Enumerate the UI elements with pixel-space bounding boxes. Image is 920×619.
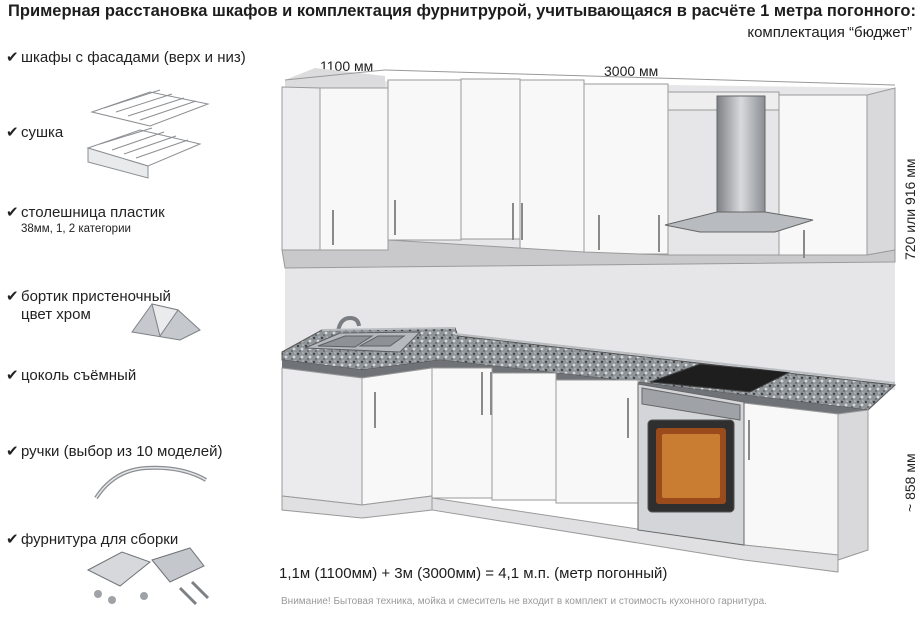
feature-label: шкафы с фасадами (верх и низ)	[21, 49, 246, 66]
sink	[304, 315, 422, 353]
feature-backsplash: ✔бортик пристеночный цвет хром	[6, 287, 171, 323]
feature-label: ручки (выбор из 10 моделей)	[21, 443, 223, 460]
check-icon: ✔	[6, 124, 19, 141]
check-icon: ✔	[6, 204, 19, 221]
feature-label: цоколь съёмный	[21, 367, 137, 384]
feature-label: фурнитура для сборки	[21, 531, 179, 548]
feature-label: столешница пластик	[21, 204, 165, 221]
formula-text: 1,1м (1100мм) + 3м (3000мм) = 4,1 м.п. (…	[279, 565, 668, 582]
dish-rack-icon	[86, 89, 210, 179]
page-title: Примерная расстановка шкафов и комплекта…	[8, 2, 916, 20]
check-icon: ✔	[6, 531, 19, 548]
backsplash-trim	[321, 327, 456, 331]
check-icon: ✔	[6, 443, 19, 460]
disclaimer-note: Внимание! Бытовая техника, мойка и смеси…	[281, 596, 767, 607]
feature-cabinets: ✔шкафы с фасадами (верх и низ)	[6, 48, 246, 66]
upper-cabinets	[281, 78, 896, 269]
lower-cabinets	[281, 367, 869, 573]
hardware-icon	[86, 547, 210, 606]
oven	[637, 383, 745, 546]
handle-icon	[94, 465, 208, 500]
feature-label: сушка	[21, 124, 64, 141]
feature-dryer: ✔сушка	[6, 123, 63, 141]
chrome-trim-icon	[131, 303, 201, 341]
check-icon: ✔	[6, 49, 19, 66]
feature-label: бортик пристеночный	[21, 288, 171, 305]
check-icon: ✔	[6, 288, 19, 305]
feature-hardware: ✔фурнитура для сборки	[6, 530, 178, 548]
range-hood	[664, 95, 814, 233]
dimension-right-width: 3000 мм	[604, 63, 659, 79]
feature-handles: ✔ручки (выбор из 10 моделей)	[6, 442, 222, 460]
dimension-left-width: 1100 мм	[320, 58, 374, 74]
feature-label-line2: цвет хром	[21, 306, 91, 323]
check-icon: ✔	[6, 367, 19, 384]
feature-sublabel: 38мм, 1, 2 категории	[21, 223, 131, 235]
feature-plinth: ✔цоколь съёмный	[6, 366, 136, 384]
feature-countertop: ✔столешница пластик 38мм, 1, 2 категории	[6, 203, 165, 235]
package-subtitle: комплектация “бюджет”	[747, 24, 912, 41]
